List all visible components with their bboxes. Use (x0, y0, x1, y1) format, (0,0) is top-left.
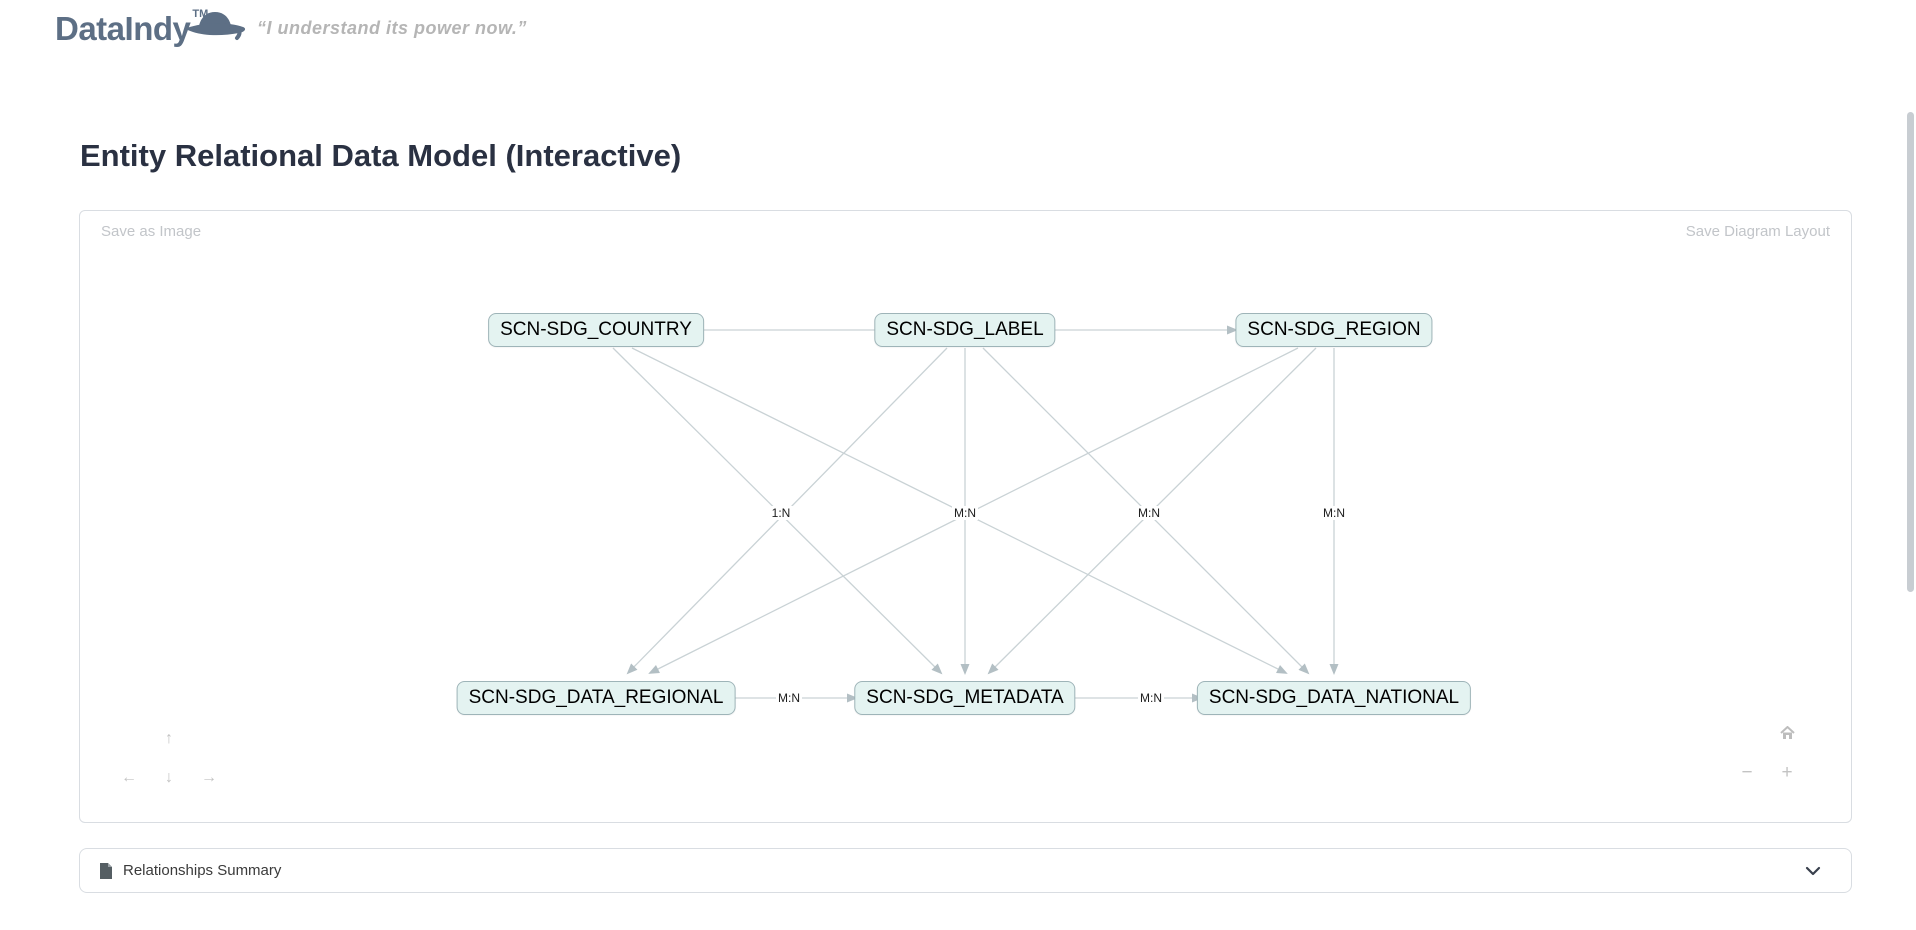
zoom-out-button[interactable]: − (1741, 762, 1753, 783)
pan-right-button[interactable]: → (201, 769, 217, 786)
relationships-summary-bar[interactable]: Relationships Summary (79, 848, 1852, 893)
edge-cardinality-label: M:N (776, 691, 802, 705)
home-button[interactable] (1774, 722, 1800, 748)
entity-node-data_regional[interactable]: SCN-SDG_DATA_REGIONAL (456, 681, 736, 715)
edge-cardinality-label: M:N (1321, 506, 1347, 520)
fedora-hat-icon (185, 4, 247, 49)
entity-node-region[interactable]: SCN-SDG_REGION (1235, 313, 1433, 347)
chevron-down-icon[interactable] (1805, 866, 1821, 876)
brand-logo: DataIndy TM (55, 8, 246, 50)
save-as-image-button[interactable]: Save as Image (101, 223, 202, 240)
page-title: Entity Relational Data Model (Interactiv… (80, 138, 682, 173)
zoom-in-button[interactable]: + (1781, 762, 1793, 783)
edge-cardinality-label: 1:N (769, 506, 793, 520)
home-icon (1779, 725, 1795, 745)
entity-node-metadata[interactable]: SCN-SDG_METADATA (854, 681, 1076, 715)
entity-node-country[interactable]: SCN-SDG_COUNTRY (488, 313, 704, 347)
relationships-summary-title: Relationships Summary (123, 862, 282, 879)
edge-cardinality-label: M:N (1138, 691, 1164, 705)
document-icon (98, 862, 114, 880)
edge-cardinality-label: M:N (1136, 506, 1162, 520)
brand-name: DataIndy (55, 10, 191, 47)
pan-up-button[interactable]: ↑ (165, 730, 173, 747)
edge-cardinality-label: M:N (952, 506, 978, 520)
entity-node-label[interactable]: SCN-SDG_LABEL (874, 313, 1056, 347)
pan-down-button[interactable]: ↓ (165, 769, 173, 786)
save-diagram-layout-button[interactable]: Save Diagram Layout (1685, 223, 1830, 240)
vertical-scrollbar-thumb[interactable] (1907, 112, 1914, 592)
pan-left-button[interactable]: ← (121, 769, 137, 786)
brand-tagline: “I understand its power now.” (257, 18, 527, 38)
entity-node-data_national[interactable]: SCN-SDG_DATA_NATIONAL (1196, 681, 1472, 715)
